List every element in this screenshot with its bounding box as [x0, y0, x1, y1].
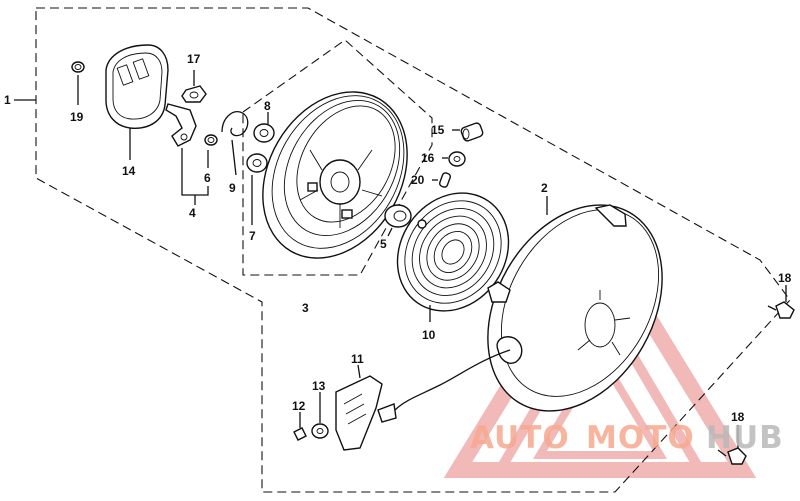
label-5: 5 [380, 237, 387, 251]
part-12-clip [293, 427, 307, 441]
label-16: 16 [421, 151, 435, 165]
part-15-bushing [460, 122, 484, 142]
label-1: 1 [4, 93, 11, 107]
label-3: 3 [302, 301, 309, 315]
part-18-bolt-right [767, 301, 795, 319]
assembly-boundary [35, 7, 791, 493]
label-14: 14 [122, 164, 136, 178]
label-10: 10 [422, 328, 436, 342]
part-2-case [487, 204, 663, 412]
part-14-cover [105, 44, 169, 129]
part-19-nut [71, 61, 85, 73]
label-20: 20 [411, 173, 425, 187]
part-4-ratchet [165, 103, 197, 147]
part-20-pin [438, 172, 452, 188]
label-19: 19 [70, 110, 84, 124]
label-11: 11 [351, 352, 364, 366]
label-15: 15 [431, 123, 445, 137]
watermark-hub: HUB [706, 420, 784, 456]
part-3-pulley [262, 91, 408, 259]
part-10-spiral-spring [396, 192, 510, 312]
part-8-washer [253, 123, 275, 143]
part-17-nut [181, 85, 207, 103]
part-13-rope-end [311, 423, 329, 439]
label-18-bottom: 18 [731, 410, 745, 424]
part-9-spring [221, 111, 249, 176]
label-18-right: 18 [778, 271, 792, 285]
watermark-auto: AUTO [470, 420, 570, 456]
label-12: 12 [292, 399, 306, 413]
part-11-handle [335, 375, 397, 451]
label-4: 4 [189, 206, 196, 220]
label-8: 8 [264, 99, 271, 113]
group-3-boundary [242, 39, 433, 276]
part-16-washer [448, 151, 466, 167]
label-13: 13 [312, 379, 326, 393]
part-5-collar [384, 204, 412, 228]
label-17: 17 [187, 52, 201, 66]
label-6: 6 [204, 171, 211, 185]
part-7-washer [246, 153, 268, 173]
starter-rope [394, 349, 511, 411]
part-18-bolt-bottom [717, 447, 747, 465]
label-9: 9 [229, 181, 236, 195]
label-2: 2 [541, 181, 548, 195]
watermark-moto: MOTO [586, 420, 695, 456]
part-6-pin [204, 134, 218, 146]
label-7: 7 [249, 229, 256, 243]
watermark-text: AUTO MOTO HUB [470, 420, 784, 456]
